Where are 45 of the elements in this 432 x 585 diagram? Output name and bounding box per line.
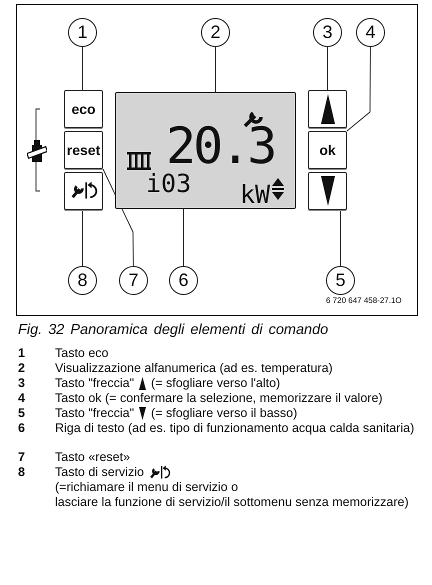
item-number: 5	[18, 406, 25, 420]
item-description: (=richiamare il menu di servizio o	[55, 480, 238, 494]
eco-button: eco	[64, 90, 103, 128]
callout-number: 7	[119, 266, 148, 295]
callout-number: 5	[326, 266, 355, 295]
item-description: Tasto «reset»	[55, 450, 130, 464]
up-arrow-button	[308, 90, 347, 128]
item-description: Tasto "freccia"	[55, 376, 134, 390]
item-number: 6	[18, 421, 25, 436]
callout-number: 1	[68, 18, 97, 47]
figure-code: 6 720 647 458-27.1O	[326, 296, 402, 305]
reset-button: reset	[64, 131, 103, 169]
ok-button: ok	[308, 131, 347, 169]
item-description: Tasto "freccia"	[55, 406, 134, 420]
callout-number: 2	[201, 18, 230, 47]
leader-line	[346, 46, 371, 132]
item-number: 7	[18, 450, 25, 464]
callout-number: 8	[68, 266, 97, 295]
item-number: 1	[18, 346, 25, 360]
temperature-readout: 20.3	[166, 123, 274, 169]
item-number: 8	[18, 465, 25, 480]
item-description: Visualizzazione alfanumerica (ad es. temperatura)	[55, 361, 333, 376]
unit-readout: kW	[240, 182, 270, 207]
callout-number: 4	[356, 18, 385, 47]
leader-line	[82, 210, 83, 266]
service-button	[64, 172, 103, 210]
leader-line	[340, 210, 341, 266]
item-number: 4	[18, 391, 25, 406]
leader-line	[327, 46, 328, 90]
leader-line	[82, 46, 83, 90]
figure-caption: Fig. 32 Panoramica degli elementi di comando	[18, 322, 328, 338]
item-description: lasciare la funzione di servizio/il sottomenu senza memorizzare)	[55, 495, 409, 510]
callout-number: 3	[313, 18, 342, 47]
item-description: (= sfogliare verso l'alto)	[151, 376, 280, 390]
item-description: (= sfogliare verso il basso)	[151, 406, 298, 420]
item-description: Tasto eco	[55, 346, 109, 360]
item-number: 2	[18, 361, 25, 376]
text-line-readout: i03	[146, 171, 192, 196]
callout-number: 6	[169, 266, 198, 295]
lcd-display	[115, 92, 296, 209]
item-number: 3	[18, 376, 25, 390]
down-arrow-button	[308, 172, 347, 210]
item-description: Tasto di servizio	[55, 465, 144, 480]
item-description: Tasto ok (= confermare la selezione, memorizzare il valore)	[55, 391, 383, 406]
item-description: Riga di testo (ad es. tipo di funzionamento acqua calda sanitaria)	[55, 421, 414, 436]
